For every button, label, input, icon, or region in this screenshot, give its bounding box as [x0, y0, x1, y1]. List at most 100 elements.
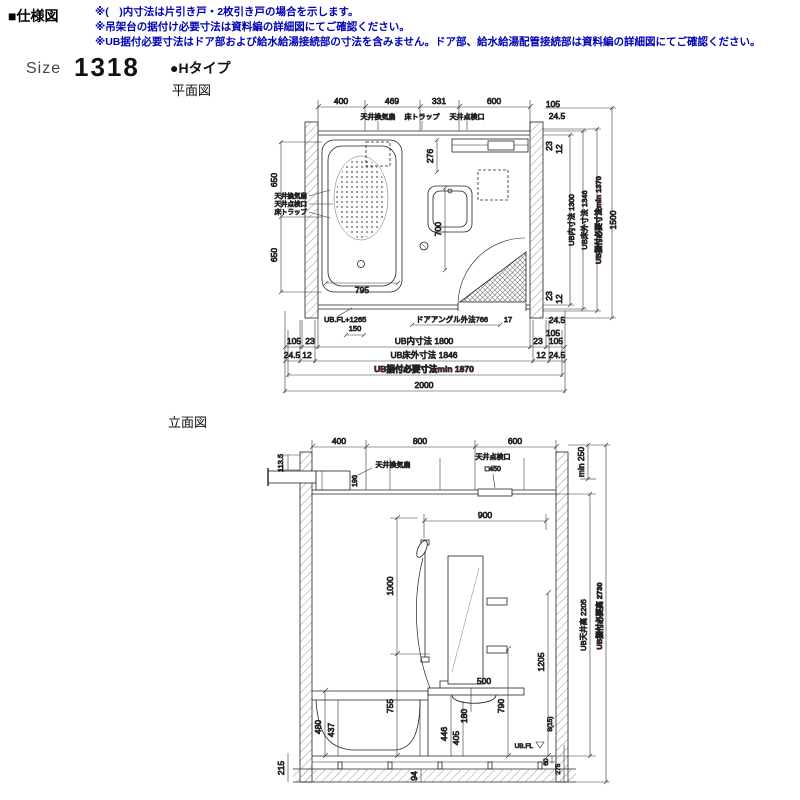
- plan-dim-245-left: 24.5: [284, 350, 301, 360]
- mirror: [447, 555, 484, 685]
- ceiling-port-plan: [477, 169, 509, 201]
- shelf-lower: [486, 645, 508, 654]
- elev-dim-1205: 1205: [536, 652, 546, 671]
- plan-dim-ub-inner-1300: UB内寸法 1300: [566, 194, 576, 246]
- plan-view-title: 平面図: [172, 83, 212, 98]
- plan-dim-install-1870: UB据付必要寸法min 1870: [374, 364, 474, 374]
- plan-label-ubfl-1265: UB.FL+1265: [324, 315, 366, 324]
- vent-duct: [267, 468, 351, 491]
- elevation-view: 400 800 600 min 250 113.5 天井換気扇 天井点検口 □4…: [267, 436, 610, 785]
- elev-dim-60: 60: [543, 758, 550, 766]
- bathtub-elev: [312, 690, 429, 756]
- plan-dim-245-bottom: 24.5: [549, 315, 566, 325]
- plan-dim-23-top: 23: [544, 141, 554, 151]
- plan-dim-105-bottom: 105: [546, 328, 560, 338]
- section-title: ■仕様図: [8, 8, 59, 24]
- plan-dim-2000: 2000: [415, 380, 434, 390]
- plan-dim-install-1370: UB据付必要寸法min 1370: [593, 176, 603, 264]
- elev-dim-437: 437: [326, 723, 336, 737]
- counter-plan: [451, 138, 529, 153]
- elev-dim-600: 600: [508, 436, 522, 446]
- header-notes: ※( )内寸法は片引き戸・2枚引き戸の場合を示します。 ※吊架台の据付け必要寸法…: [95, 5, 761, 50]
- plan-label-fan: 天井換気扇: [361, 112, 396, 121]
- plan-dim-331: 331: [432, 96, 446, 106]
- plan-dim-105-top: 105: [546, 99, 560, 109]
- elev-label-port: 天井点検口: [476, 452, 511, 461]
- elev-dims-right: [556, 442, 610, 785]
- ceiling-port-elev: [477, 488, 513, 497]
- plan-dim-12-right: 12: [536, 350, 546, 360]
- plan-dim-650-top: 650: [269, 173, 279, 187]
- elev-dim-190: 190: [352, 475, 359, 487]
- plan-dim-17: 17: [504, 315, 512, 324]
- elev-dim-1135: 113.5: [276, 454, 285, 472]
- elev-dim-900: 900: [478, 510, 492, 520]
- plan-dim-245-top: 24.5: [549, 111, 566, 121]
- elev-dim-1000: 1000: [385, 576, 395, 595]
- elev-dim-400: 400: [332, 436, 346, 446]
- shower-area-plan: [457, 237, 527, 311]
- ceiling-fan-plan: [365, 141, 391, 167]
- elev-dim-790: 790: [496, 699, 506, 713]
- elev-dim-480: 480: [313, 720, 323, 734]
- elev-dim-405: 405: [451, 731, 461, 745]
- elev-dim-755: 755: [385, 699, 395, 713]
- elev-dims-top: [280, 440, 610, 490]
- note-2: ※吊架台の据付け必要寸法は資料編の詳細図にてご確認ください。: [95, 21, 410, 33]
- elev-dim-94: 94: [409, 771, 419, 781]
- elev-dims-bottom: [287, 745, 565, 782]
- plan-dim-650-bottom: 650: [269, 248, 279, 262]
- plan-label-port: 天井点検口: [450, 112, 485, 121]
- size-value: 1318: [74, 52, 140, 82]
- size-label: Size: [26, 60, 62, 77]
- plan-left-label-port: 天井点検口: [275, 199, 308, 208]
- plan-dim-600: 600: [487, 96, 501, 106]
- plan-dim-12-bottom: 12: [554, 294, 564, 304]
- plan-dim-150: 150: [349, 324, 362, 333]
- type-label: ●Hタイプ: [170, 60, 231, 76]
- plan-view: 400 469 331 600 天井換気扇 床トラップ 天井点検口: [269, 96, 618, 394]
- elevation-structure: [293, 451, 576, 783]
- elev-dim-500: 500: [477, 676, 491, 686]
- plan-dim-400: 400: [334, 96, 348, 106]
- elev-dims-inner: [322, 514, 552, 759]
- plan-dims-inner: [323, 137, 503, 338]
- plan-dim-ub-inner-1800: UB内寸法 1800: [395, 336, 454, 346]
- plan-dims-left: [278, 139, 333, 295]
- plan-dim-23-left: 23: [305, 336, 315, 346]
- plan-dim-469: 469: [385, 96, 399, 106]
- plan-dims-bottom: [282, 309, 568, 394]
- plan-left-label-trap: 床トラップ: [275, 207, 308, 216]
- door-arc: [457, 237, 526, 306]
- elev-dim-450: □450: [485, 466, 501, 473]
- plan-dim-1500: 1500: [608, 210, 618, 229]
- elev-dim-180: 180: [459, 709, 469, 723]
- elev-dim-install-2730: UB据付必要高 2730: [594, 582, 604, 649]
- elev-dim-min250: min 250: [576, 447, 586, 478]
- plan-dim-12-left: 12: [302, 350, 312, 360]
- shower-set: [416, 539, 431, 689]
- washstand-plan: [427, 185, 473, 233]
- plan-dim-12-top: 12: [554, 144, 564, 154]
- plan-dims-right: [543, 105, 616, 321]
- note-1: ※( )内寸法は片引き戸・2枚引き戸の場合を示します。: [95, 6, 359, 18]
- plan-dim-245-right: 24.5: [549, 350, 566, 360]
- elev-dim-800: 800: [413, 436, 427, 446]
- note-3: ※UB据付必要寸法はドア部および給水給湯接続部の寸法を含みません。ドア部、給水給…: [95, 36, 761, 48]
- elev-dim-ceiling-2205: UB天井高 2205: [578, 599, 588, 651]
- level-mark: [535, 741, 545, 749]
- plan-dim-795: 795: [355, 285, 369, 295]
- plan-dim-105-left: 105: [287, 336, 301, 346]
- plan-dims-top: [315, 100, 534, 131]
- bathtub-plan: [321, 139, 403, 293]
- elev-label-fan: 天井換気扇: [376, 460, 411, 469]
- plan-dim-door-angle-766: ドアアングル外法766: [416, 314, 488, 324]
- elevation-view-title: 立面図: [168, 415, 208, 430]
- plan-dim-105-right: 105: [549, 336, 563, 346]
- plan-dim-23-right: 23: [533, 336, 543, 346]
- plan-dim-700: 700: [433, 222, 443, 236]
- plan-walls: [304, 121, 544, 319]
- elev-dim-215: 215: [276, 761, 286, 775]
